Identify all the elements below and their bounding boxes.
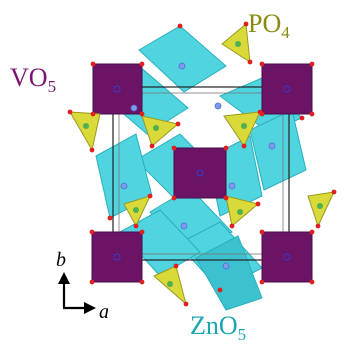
zinc-atom <box>214 102 222 110</box>
zinc-atom <box>120 182 128 190</box>
vanadium-atoms <box>113 85 291 261</box>
label-vo5-main: VO <box>10 63 48 92</box>
phosphorus-atom <box>153 125 159 131</box>
zinc-atom <box>268 142 276 150</box>
atoms <box>67 21 337 307</box>
phosphorus-atom <box>235 41 241 47</box>
vanadium-atom <box>283 253 291 261</box>
phosphorus-atom <box>133 207 139 213</box>
zno5-polyhedron <box>138 25 227 93</box>
po4-polyhedra <box>69 23 335 306</box>
vo5-polyhedron <box>173 147 227 199</box>
zno5-polyhedron <box>249 109 307 191</box>
zinc-atom <box>222 262 230 270</box>
po4-polyhedron <box>141 115 180 147</box>
vanadium-atom <box>113 253 121 261</box>
vo5-polyhedra <box>91 63 313 283</box>
zno5-polyhedron <box>195 235 263 311</box>
phosphorus-atom <box>83 123 89 129</box>
unit-cell <box>112 86 290 261</box>
vanadium-atom <box>113 85 121 93</box>
po4-polyhedron <box>69 111 101 152</box>
label-po4: PO4 <box>248 9 290 42</box>
po4-polyhedron <box>307 191 335 228</box>
vanadium-atom <box>196 169 204 177</box>
zinc-atom <box>228 182 236 190</box>
zinc-atom <box>180 222 188 230</box>
svg-text:VO5: VO5 <box>10 63 56 96</box>
label-zno5-main: ZnO <box>190 311 238 340</box>
vanadium-atom <box>283 85 291 93</box>
label-po4-sub: 4 <box>281 23 290 42</box>
zinc-atom <box>178 62 186 70</box>
axis-b-arrowhead <box>58 272 70 284</box>
label-vo5-sub: 5 <box>48 77 57 96</box>
label-zno5-sub: 5 <box>238 325 247 344</box>
phosphorus-atoms <box>83 41 323 287</box>
zinc-atoms <box>120 62 276 270</box>
axis-a-label: a <box>99 301 109 323</box>
phosphorus-atom <box>167 281 173 287</box>
axis-a-arrowhead <box>84 302 96 314</box>
label-po4-main: PO <box>248 9 281 38</box>
vo5-polyhedron <box>261 231 313 283</box>
po4-polyhedron <box>223 111 261 148</box>
vo5-polyhedron <box>91 231 143 283</box>
svg-text:ZnO5: ZnO5 <box>190 311 246 344</box>
axes-indicator: b a <box>56 249 109 323</box>
phosphorus-atom <box>241 123 247 129</box>
phosphorus-atom <box>237 209 243 215</box>
svg-text:PO4: PO4 <box>248 9 290 42</box>
oxygen-atoms <box>67 21 337 307</box>
axis-b-label: b <box>56 249 66 271</box>
label-vo5: VO5 <box>10 63 56 96</box>
phosphorus-atom <box>317 203 323 209</box>
label-zno5: ZnO5 <box>190 311 246 344</box>
zinc-atom <box>130 104 138 112</box>
vo5-polyhedron <box>261 63 313 115</box>
